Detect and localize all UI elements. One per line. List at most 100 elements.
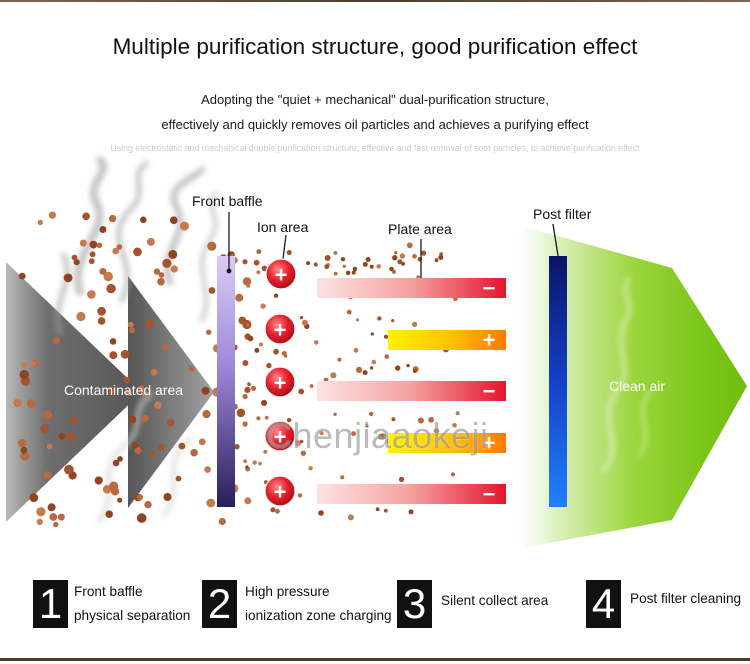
particle-dot <box>346 309 352 315</box>
particle-dot <box>286 417 292 423</box>
step-description: Front baffle physical separation <box>74 580 190 628</box>
particle-dot <box>97 317 106 325</box>
particle-dot <box>43 471 52 480</box>
particle-dot <box>116 244 123 250</box>
particle-dot <box>421 250 427 256</box>
particle-dot <box>394 251 398 255</box>
clean-air-wisps <box>602 277 652 473</box>
particle-dot <box>73 259 80 266</box>
particle-dot <box>112 247 119 255</box>
particle-dot <box>355 318 360 322</box>
particle-dot <box>243 459 248 464</box>
watermark: Chenjiaaokeji <box>266 415 489 456</box>
particle-dot <box>242 277 252 286</box>
particle-dot <box>365 257 371 262</box>
plate-bar <box>317 484 506 504</box>
clean-air-arrow-shape <box>522 226 747 548</box>
particle-dot <box>253 259 260 266</box>
plate-bar <box>317 278 506 298</box>
particle-dot <box>125 389 132 396</box>
particle-dot <box>53 521 59 528</box>
particle-dot <box>134 446 142 454</box>
particle-dot <box>36 518 43 526</box>
front-baffle-label: Front baffle <box>192 193 263 209</box>
particle-dot <box>106 283 116 294</box>
particle-dot <box>412 321 418 327</box>
ion-circle <box>264 313 296 345</box>
particle-dot <box>179 221 189 231</box>
ion-circle <box>264 366 296 398</box>
particle-dot <box>245 465 249 469</box>
ion-area-label: Ion area <box>257 219 309 235</box>
step-line: physical separation <box>74 608 191 623</box>
particle-dot <box>295 440 301 447</box>
particle-dot <box>319 430 324 436</box>
particle-dot <box>166 419 175 427</box>
particle-dot <box>26 399 36 409</box>
step-line: ionization zone charging <box>245 608 392 623</box>
particle-dot <box>383 508 388 513</box>
subtitle-line-2: effectively and quickly removes oil part… <box>161 117 589 132</box>
particle-dot <box>369 366 374 370</box>
particle-dot <box>333 412 337 416</box>
smoke-wisp <box>74 156 108 296</box>
page-title: Multiple purification structure, good pu… <box>112 34 638 59</box>
particle-dot <box>117 497 123 503</box>
particle-dot <box>30 360 36 367</box>
particle-dot <box>105 510 113 518</box>
particle-dot <box>384 334 388 339</box>
particle-dot <box>141 414 149 422</box>
particle-dot <box>256 416 261 421</box>
particle-dot <box>140 216 147 224</box>
particle-dot <box>340 475 345 480</box>
particle-dot <box>36 507 46 517</box>
particle-dot <box>300 450 307 456</box>
particle-dot <box>88 258 95 265</box>
particle-dot <box>112 459 120 467</box>
particle-dot <box>250 385 257 391</box>
particle-dot <box>399 253 406 259</box>
particle-dot <box>198 438 206 446</box>
particle-dot <box>391 319 395 323</box>
particle-dot <box>318 510 324 516</box>
particle-dot <box>163 493 172 501</box>
particle-dot <box>144 500 152 509</box>
particle-dot <box>89 240 98 249</box>
plate-polarity-symbol: − <box>483 276 496 301</box>
particle-dot <box>82 212 90 221</box>
particle-dot <box>369 411 374 417</box>
particle-dot <box>392 255 398 261</box>
plate-bar <box>388 330 506 350</box>
particle-dot <box>71 254 78 261</box>
particle-dot <box>324 264 330 270</box>
pointer-dot <box>226 268 232 274</box>
particle-dot <box>365 424 369 428</box>
plate-polarity-symbol: + <box>483 431 496 456</box>
particle-dot <box>49 513 58 521</box>
ion-charge: + <box>264 475 296 507</box>
particle-dot <box>158 272 165 278</box>
particle-dot <box>298 388 305 395</box>
particle-dot <box>52 336 61 345</box>
particle-dot <box>202 410 211 419</box>
particle-dot <box>242 259 248 265</box>
particle-dot <box>247 335 254 342</box>
particle-dot <box>260 303 266 309</box>
pointer-line <box>282 234 287 260</box>
particle-dot <box>258 461 262 466</box>
ion-plus-symbol: + <box>274 318 287 343</box>
step-line: Front baffle <box>74 584 143 599</box>
ion-plus-symbol: + <box>275 263 288 288</box>
particle-dot <box>47 503 56 512</box>
arrow-chevron-front <box>128 276 214 508</box>
smoke-wisp <box>602 277 633 473</box>
step-line: Silent collect area <box>441 593 549 608</box>
particle-dot <box>109 338 117 345</box>
particle-dot <box>157 444 165 451</box>
particle-dot <box>244 497 252 505</box>
particle-dot <box>120 349 130 359</box>
plate-bar <box>388 433 506 453</box>
particle-dot <box>136 494 143 501</box>
ion-area: + + + + + <box>264 258 297 507</box>
particle-dot <box>369 264 374 269</box>
